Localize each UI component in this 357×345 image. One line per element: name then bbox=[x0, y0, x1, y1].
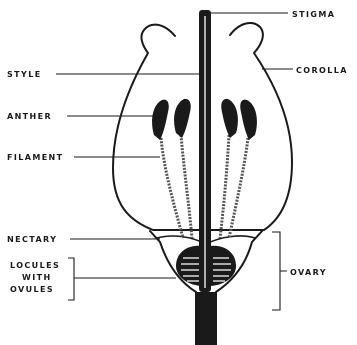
stigma-label: STIGMA bbox=[292, 10, 335, 19]
locules-label-line2: WITH bbox=[22, 273, 52, 282]
locules-label-line1: LOCULES bbox=[10, 261, 60, 270]
ovary-label: OVARY bbox=[290, 268, 327, 277]
locules-bracket bbox=[68, 258, 176, 300]
ovary-bracket bbox=[272, 232, 287, 310]
style-label: STYLE bbox=[7, 70, 42, 79]
locule-left bbox=[176, 246, 203, 286]
corolla-label: COROLLA bbox=[296, 66, 348, 75]
locules-label-line3: OVULES bbox=[10, 285, 54, 294]
flower-stalk bbox=[197, 292, 215, 345]
filament-label: FILAMENT bbox=[7, 153, 64, 162]
nectary-label: NECTARY bbox=[7, 235, 57, 244]
anther-label: ANTHER bbox=[7, 112, 52, 121]
